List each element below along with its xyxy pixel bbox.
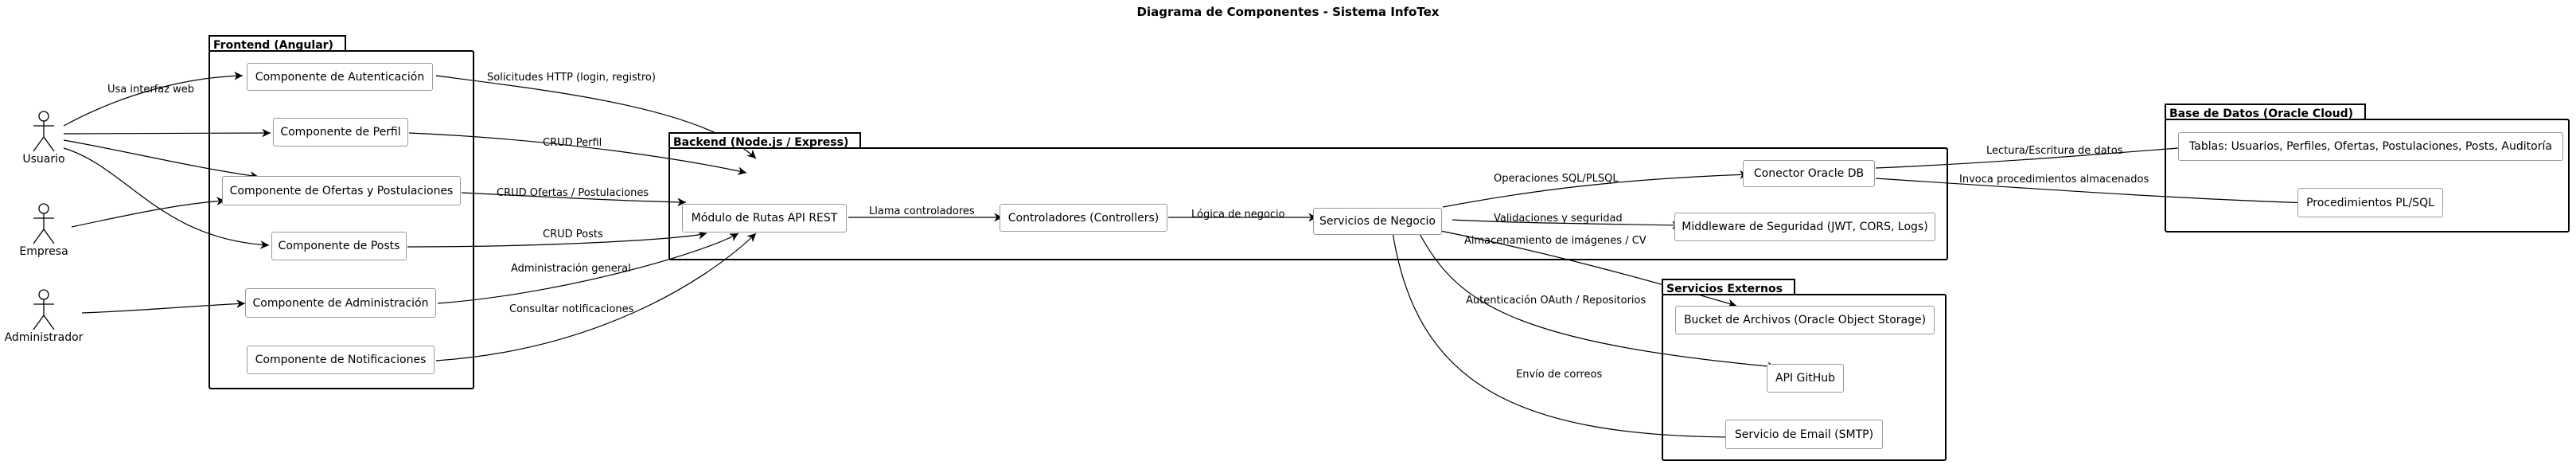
edge-label-validaciones: Validaciones y seguridad — [1494, 213, 1623, 225]
component-api-github: API GitHub — [1767, 364, 1844, 393]
edge-notif-rutas — [435, 232, 757, 361]
component-autenticacion: Componente de Autenticación — [247, 63, 433, 91]
edge-label-consultar-notif: Consultar notificaciones — [509, 303, 634, 315]
component-administracion: Componente de Administración — [245, 288, 436, 318]
stick-figure-icon — [33, 111, 55, 152]
edge-conector-proc — [1875, 178, 2311, 208]
edge-label-invoca-procedimientos: Invoca procedimientos almacenados — [1959, 174, 2149, 186]
component-notificaciones: Componente de Notificaciones — [247, 346, 435, 374]
package-frontend-tab: Frontend (Angular) — [208, 35, 346, 52]
edge-label-almacenamiento: Almacenamiento de imágenes / CV — [1464, 235, 1647, 247]
edge-label-admin-general: Administración general — [511, 263, 631, 275]
edge-label-usa-interfaz: Usa interfaz web — [107, 84, 195, 96]
edge-serv-bucket — [1440, 230, 1737, 308]
edge-usuario-ofertas — [63, 139, 259, 180]
package-database — [2165, 119, 2570, 232]
package-external-tab: Servicios Externos — [1662, 279, 1795, 295]
package-backend — [668, 147, 1948, 260]
component-rutas-api-rest: Módulo de Rutas API REST — [682, 204, 847, 232]
component-servicio-email: Servicio de Email (SMTP) — [1725, 420, 1883, 449]
component-middleware-seguridad: Middleware de Seguridad (JWT, CORS, Logs… — [1674, 213, 1935, 241]
edge-empresa-ofertas — [71, 197, 226, 228]
component-posts: Componente de Posts — [271, 232, 407, 260]
package-backend-tab: Backend (Node.js / Express) — [668, 132, 862, 149]
component-conector-oracle: Conector Oracle DB — [1743, 160, 1875, 187]
actor-usuario-label: Usuario — [22, 153, 65, 166]
edge-label-lectura-escritura: Lectura/Escritura de datos — [1986, 145, 2123, 157]
stick-figure-icon — [33, 203, 55, 244]
edge-serv-conector — [1442, 170, 1749, 208]
edge-label-crud-perfil: CRUD Perfil — [543, 137, 602, 149]
component-ofertas-postulaciones: Componente de Ofertas y Postulaciones — [222, 176, 461, 205]
edge-label-crud-ofertas: CRUD Ofertas / Postulaciones — [497, 187, 649, 199]
diagram-title: Diagrama de Componentes - Sistema InfoTe… — [1136, 5, 1440, 19]
component-bucket-archivos: Bucket de Archivos (Oracle Object Storag… — [1675, 306, 1935, 334]
package-frontend — [208, 50, 474, 389]
edge-usuario-auth — [63, 71, 244, 127]
component-procedimientos-plsql: Procedimientos PL/SQL — [2297, 188, 2443, 217]
component-controladores: Controladores (Controllers) — [1000, 204, 1167, 232]
edge-conector-tablas — [1875, 143, 2189, 169]
edge-usuario-perfil — [63, 128, 271, 138]
component-tablas: Tablas: Usuarios, Perfiles, Ofertas, Pos… — [2178, 132, 2563, 161]
edge-label-oauth: Autenticación OAuth / Repositorios — [1466, 295, 1647, 307]
edge-posts-rutas — [407, 231, 707, 248]
actor-empresa-label: Empresa — [19, 245, 68, 258]
edge-label-llama-controladores: Llama controladores — [869, 205, 975, 217]
edge-serv-middleware — [1452, 219, 1682, 230]
edge-perfil-rutas — [408, 132, 747, 175]
edge-admin-rutas — [437, 232, 739, 304]
component-perfil: Componente de Perfil — [273, 118, 408, 147]
edge-label-crud-posts: CRUD Posts — [543, 229, 603, 240]
edge-label-envio-correos: Envío de correos — [1516, 369, 1603, 381]
package-database-tab: Base de Datos (Oracle Cloud) — [2165, 104, 2366, 120]
edge-admin-admincomp — [81, 299, 246, 314]
edge-serv-email — [1392, 232, 1736, 442]
package-external — [1662, 294, 1947, 461]
edge-usuario-posts — [63, 147, 270, 249]
actor-administrador-label: Administrador — [4, 331, 84, 344]
edge-label-solicitudes-http: Solicitudes HTTP (login, registro) — [487, 72, 656, 84]
edge-ofertas-rutas — [461, 192, 687, 207]
component-servicios-negocio: Servicios de Negocio — [1313, 208, 1442, 235]
stick-figure-icon — [33, 289, 55, 330]
edge-label-logica-negocio: Lógica de negocio — [1191, 209, 1285, 221]
edge-label-operaciones-sql: Operaciones SQL/PLSQL — [1494, 173, 1619, 185]
